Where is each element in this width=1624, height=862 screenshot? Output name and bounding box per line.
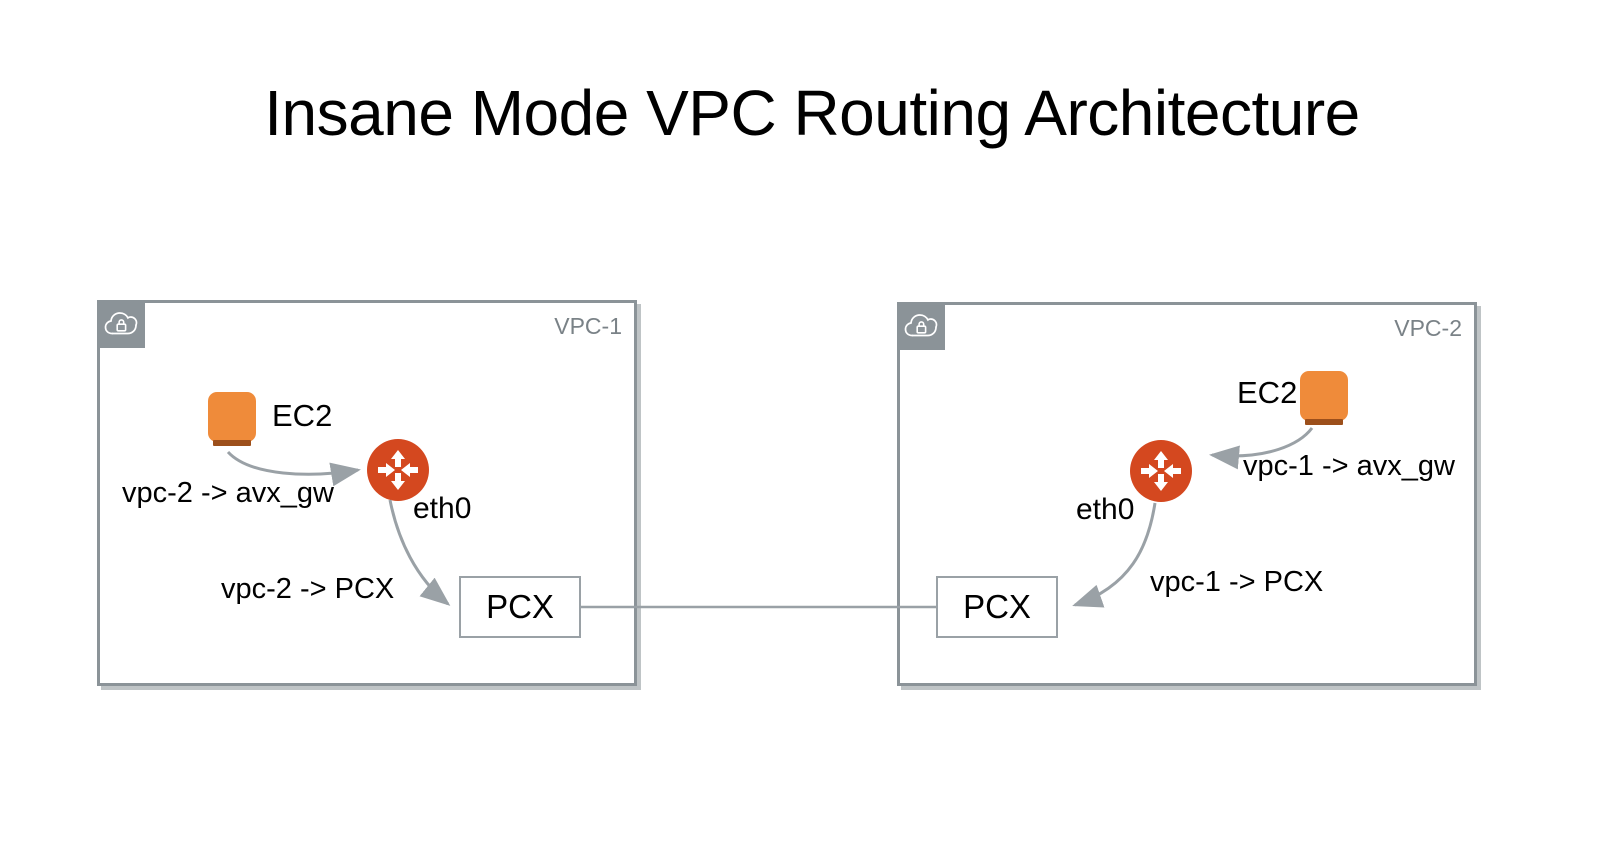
ec2-label-left: EC2 xyxy=(272,398,333,433)
vpc-container-right: VPC-2 xyxy=(897,302,1477,686)
ec2-label-right: EC2 xyxy=(1237,375,1298,410)
ec2-body xyxy=(208,392,256,442)
router-icon-right xyxy=(1130,440,1192,502)
pcx-box-right[interactable]: PCX xyxy=(936,576,1058,638)
route-label-right-pcx: vpc-1 -> PCX xyxy=(1150,566,1324,598)
ec2-instance-icon-left xyxy=(208,392,256,450)
router-icon-left xyxy=(367,439,429,501)
eth0-label-left: eth0 xyxy=(413,492,472,525)
vpc-label-right: VPC-2 xyxy=(1394,315,1462,341)
vpc-container-left: VPC-1 xyxy=(97,300,637,686)
ec2-instance-icon-right xyxy=(1300,371,1348,429)
ec2-base xyxy=(1305,419,1343,425)
cloud-lock-icon xyxy=(97,300,145,348)
route-label-left-pcx: vpc-2 -> PCX xyxy=(221,573,395,605)
page-title: Insane Mode VPC Routing Architecture xyxy=(264,77,1360,149)
ec2-base xyxy=(213,440,251,446)
ec2-body xyxy=(1300,371,1348,421)
vpc-label-left: VPC-1 xyxy=(554,313,622,339)
cloud-lock-icon xyxy=(897,302,945,350)
route-label-left-gateway: vpc-2 -> avx_gw xyxy=(122,477,334,509)
pcx-box-left[interactable]: PCX xyxy=(459,576,581,638)
route-label-right-gateway: vpc-1 -> avx_gw xyxy=(1243,450,1455,482)
eth0-label-right: eth0 xyxy=(1076,493,1135,526)
